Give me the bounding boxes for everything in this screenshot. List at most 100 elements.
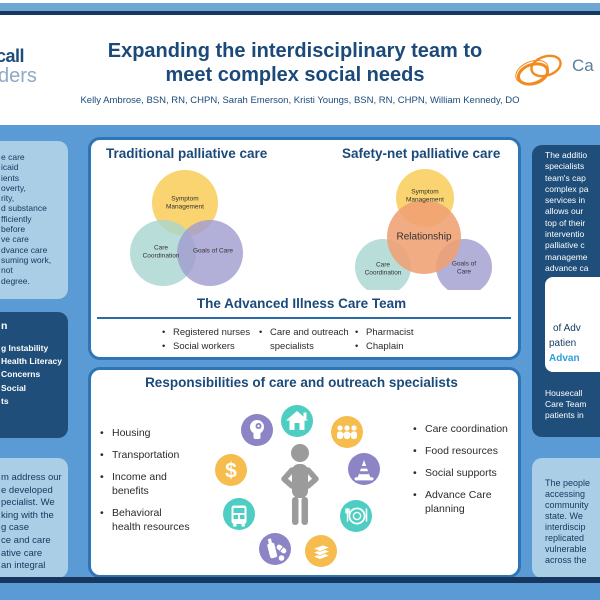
- venn1-symptom-label: Symptom Management: [166, 195, 204, 211]
- team-member-item: Registered nurses: [162, 326, 250, 340]
- concern-item-fragment: ts: [1, 395, 9, 406]
- text-fragment-line: pecialist. We: [1, 497, 55, 509]
- text-fragment-line: m address our: [1, 472, 62, 483]
- team-column-2: Care and outreach specialists: [259, 326, 365, 353]
- text-fragment-line: before: [1, 224, 26, 235]
- venn1-coordination-circle: [130, 220, 196, 286]
- text-fragment-line: rity,: [1, 193, 15, 204]
- concern-item-fragment: Health Literacy: [1, 356, 62, 367]
- text-fragment-line: The people: [545, 478, 591, 488]
- team-heading-rule: [97, 317, 511, 319]
- text-fragment-line: The additio: [545, 150, 588, 160]
- text-fragment-line: interdiscip: [545, 522, 586, 532]
- svg-text:$: $: [225, 460, 237, 483]
- house-icon: [281, 405, 313, 437]
- meal-plate-icon: [340, 500, 372, 532]
- text-fragment-line: suming work,: [1, 254, 52, 265]
- responsibility-item: Income and benefits: [100, 470, 192, 498]
- team-column-3: PharmacistChaplain: [355, 326, 414, 353]
- top-blue-strip: [0, 3, 600, 11]
- text-fragment-line: accessing: [545, 489, 586, 499]
- text-fragment-line: interventio: [545, 229, 585, 240]
- text-fragment-line: Care Team: [545, 399, 587, 409]
- team-heading: The Advanced Illness Care Team: [196, 296, 407, 311]
- text-fragment-line: allows our: [545, 206, 584, 217]
- text-fragment-line: manageme: [545, 251, 588, 262]
- venn1-symptom-circle: [152, 170, 218, 236]
- responsibility-item: Care coordination: [413, 422, 513, 436]
- responsibility-item: Social supports: [413, 466, 513, 480]
- text-fragment-line: complex pa: [545, 183, 589, 194]
- text-fragment-line: ve care: [1, 234, 29, 245]
- text-fragment-line: not: [1, 265, 13, 276]
- stat-callout-box: [545, 277, 600, 372]
- bottom-navy-stripe: [0, 577, 600, 583]
- text-fragment-line: vulnerable: [545, 544, 587, 554]
- text-fragment-line: community: [545, 500, 589, 510]
- text-fragment-line: fficiently: [1, 213, 32, 224]
- team-member-item: Care and outreach specialists: [259, 326, 365, 353]
- right-conclusion-box: [532, 458, 600, 578]
- traffic-cone-icon: [348, 453, 380, 485]
- concern-item-fragment: g Instability: [1, 343, 49, 353]
- left-methods-box: [0, 458, 68, 578]
- text-fragment-line: d substance: [1, 203, 47, 214]
- responsibility-item: Advance Care planning: [413, 488, 513, 516]
- left-concerns-heading: n: [1, 320, 8, 332]
- dollar-icon: $: [215, 454, 247, 486]
- venn2-relationship-label: Relationship: [396, 231, 452, 243]
- team-column-1: Registered nursesSocial workers: [162, 326, 250, 353]
- text-fragment-line: team's cap: [545, 172, 586, 183]
- text-fragment-line: palliative c: [545, 240, 585, 251]
- stacked-books-icon: [305, 535, 337, 567]
- concern-item-fragment: Concerns: [1, 369, 41, 380]
- team-member-item: Chaplain: [355, 340, 414, 354]
- bottle-pills-icon: [259, 533, 291, 565]
- top-white-strip: [0, 0, 600, 3]
- concern-item-fragment: Social: [1, 382, 27, 393]
- text-fragment-line: dvance care: [1, 244, 48, 255]
- text-fragment-line: overty,: [1, 182, 26, 193]
- venn-diagrams: [130, 169, 492, 290]
- text-fragment-line: replicated: [545, 533, 585, 543]
- safetynet-care-heading: Safety-net palliative care: [342, 146, 501, 161]
- traditional-care-heading: Traditional palliative care: [106, 146, 268, 161]
- text-fragment-line: degree.: [1, 275, 30, 286]
- authors-line: Kelly Ambrose, BSN, RN, CHPN, Sarah Emer…: [80, 95, 520, 106]
- venn1-coordination-label: Care Coordination: [142, 244, 180, 260]
- venn2-symptom-label: Symptom Management: [406, 188, 444, 204]
- venn2-goals-label: Goals of Care: [451, 260, 477, 276]
- poster-title: Expanding the interdisciplinary team to …: [107, 40, 483, 86]
- stat-line-1: of Adv: [553, 323, 581, 334]
- housecall-logo-line2: ders: [0, 65, 37, 87]
- responsibilities-heading: Responsibilities of care and outreach sp…: [145, 375, 458, 390]
- stat-highlight: Advan: [549, 353, 580, 364]
- header-band: call ders Expanding the interdisciplinar…: [0, 15, 600, 125]
- text-fragment-line: ce and care: [1, 534, 51, 546]
- text-fragment-line: g case: [1, 522, 29, 534]
- text-fragment-line: services in: [545, 195, 586, 206]
- stat-line-2: patien: [549, 338, 577, 349]
- responsibilities-left-list: HousingTransportationIncome and benefits…: [100, 426, 192, 542]
- venn2-coordination-label: Care Coordination: [364, 261, 402, 277]
- text-fragment-line: ative care: [1, 547, 43, 559]
- venn1-goals-circle: [177, 220, 243, 286]
- left-background-box: [0, 141, 68, 299]
- left-concerns-box: [0, 312, 68, 438]
- text-fragment-line: king with the: [1, 509, 54, 521]
- bus-icon: [223, 498, 255, 530]
- text-fragment-line: patients in: [545, 410, 584, 420]
- venn2-relationship-circle: [387, 200, 461, 274]
- text-fragment-line: top of their: [545, 217, 586, 228]
- behavioral-health-icon: [241, 414, 273, 446]
- person-figure: [281, 444, 319, 525]
- team-member-item: Social workers: [162, 340, 250, 354]
- text-fragment-line: across the: [545, 555, 587, 565]
- responsibility-item: Transportation: [100, 448, 192, 462]
